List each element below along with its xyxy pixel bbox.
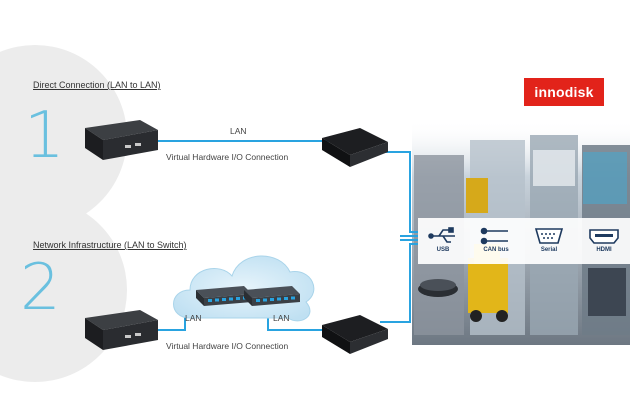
edge-box-right-1 bbox=[322, 128, 388, 167]
edge-box-left-2 bbox=[85, 310, 158, 350]
section2-connection-label: Virtual Hardware I/O Connection bbox=[166, 341, 289, 351]
section1-title: Direct Connection (LAN to LAN) bbox=[33, 80, 161, 90]
port-label-can-bus: CAN bus bbox=[483, 247, 509, 253]
section2-number: 2 bbox=[20, 251, 61, 325]
section1-connection-label: Virtual Hardware I/O Connection bbox=[166, 152, 289, 162]
network-switch-left bbox=[196, 286, 252, 306]
can-bus-icon bbox=[480, 227, 508, 245]
port-label-usb: USB bbox=[436, 247, 450, 253]
port-label-serial: Serial bbox=[540, 247, 558, 253]
edge-box-left-1 bbox=[85, 120, 158, 160]
section1-lan-label: LAN bbox=[230, 126, 247, 136]
innodisk-logo: innodisk bbox=[524, 78, 604, 106]
usb-icon bbox=[428, 227, 455, 243]
hdmi-icon bbox=[589, 229, 619, 244]
port-label-hdmi: HDMI bbox=[596, 247, 612, 253]
serial-icon bbox=[534, 228, 564, 244]
application-photo-collage bbox=[412, 120, 630, 345]
edge-box-right-2 bbox=[322, 315, 388, 354]
section1-circle bbox=[0, 45, 127, 229]
section2-lan-right-label: LAN bbox=[273, 313, 290, 323]
section2-title: Network Infrastructure (LAN to Switch) bbox=[33, 240, 187, 250]
network-switch-right bbox=[244, 286, 300, 306]
section2-lan-left-label: LAN bbox=[185, 313, 202, 323]
section1-number: 1 bbox=[24, 99, 65, 173]
